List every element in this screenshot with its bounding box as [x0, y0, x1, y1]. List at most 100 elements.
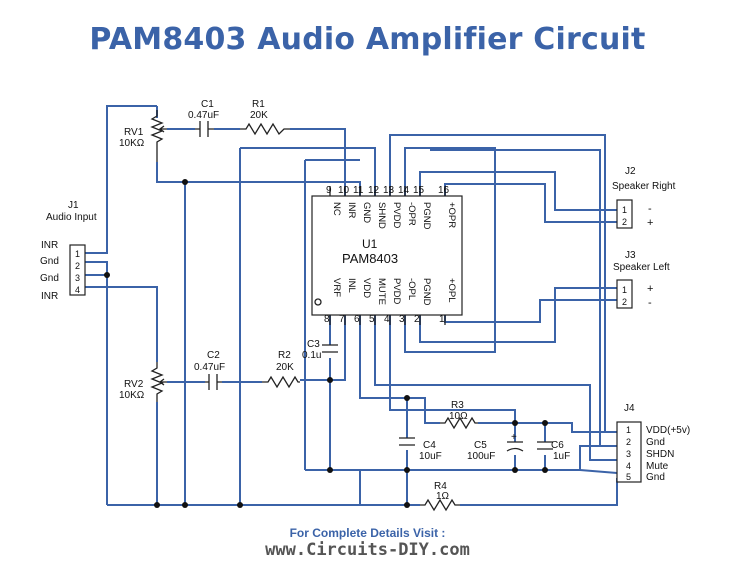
potentiometer-rv1: RV1 10KΩ — [119, 110, 167, 162]
j4-pin-label: Gnd — [646, 472, 665, 483]
junction-dot — [182, 502, 188, 508]
ic-pin-number: 13 — [383, 185, 395, 196]
c4-symbol — [399, 437, 415, 446]
wire-vdd6 — [359, 315, 617, 433]
wires — [85, 105, 618, 506]
r3-value: 10Ω — [449, 411, 468, 422]
capacitor-c3: C3 0.1u — [302, 339, 338, 361]
ic-pin-name: MUTE — [376, 278, 387, 305]
footer-url[interactable]: www.Circuits-DIY.com — [265, 540, 470, 560]
j2-pin-number: 1 — [622, 205, 627, 215]
capacitor-c6: C6 1uF — [537, 440, 570, 462]
wire-pvdd4 — [389, 315, 516, 423]
r1-ref: R1 — [252, 99, 265, 110]
j1-body — [69, 244, 86, 296]
potentiometer-rv2: RV2 10KΩ — [119, 362, 167, 402]
ic-pin-name: INL — [346, 278, 357, 293]
ic-pin-number: 12 — [368, 185, 380, 196]
c2-symbol — [205, 374, 222, 390]
rv1-wiper-arrow — [158, 125, 167, 133]
j4-pin-number: 4 — [626, 461, 631, 471]
c2-value: 0.47uF — [194, 362, 225, 373]
ic-pin-name: GND — [361, 202, 372, 223]
j1-pin-number: 2 — [75, 261, 80, 271]
ic-u1: 9 10 11 12 13 14 15 16 NC INR GND SHND P… — [311, 185, 463, 325]
ic-pin-number: 14 — [398, 185, 410, 196]
ic-pin-name: -OPL — [406, 278, 417, 300]
c6-ref: C6 — [551, 440, 564, 451]
wire-opr-minus — [404, 147, 496, 353]
junction-dot — [154, 502, 160, 508]
j3-name: Speaker Left — [613, 262, 670, 273]
ic-pin-number: 3 — [399, 314, 405, 325]
ic-body — [311, 195, 463, 316]
ic-pin-number: 1 — [439, 314, 445, 325]
capacitor-c5: + C5 100uF — [467, 432, 524, 462]
capacitor-c2: C2 0.47uF — [194, 350, 225, 390]
j1-pin-label: INR — [41, 240, 58, 251]
j4-pin-label: Gnd — [646, 437, 665, 448]
wire-opr-plus — [444, 183, 617, 223]
ic-top-pin-stubs — [329, 186, 446, 196]
junction-dot — [404, 502, 410, 508]
ic-pin-name: INR — [346, 202, 357, 219]
wire-bottom-rail — [107, 470, 618, 506]
j1-pin-number: 4 — [75, 285, 80, 295]
j3-pin-sign: - — [648, 297, 652, 309]
ic-pin-name: VDD — [361, 278, 372, 298]
junction-dot — [182, 179, 188, 185]
junction-dot — [512, 467, 518, 473]
j4-ref: J4 — [624, 403, 635, 414]
connector-j4: J4 1 2 3 4 5 VDD(+5v) Gnd SHDN Mute Gnd — [616, 403, 690, 483]
resistor-r3: R3 10Ω — [440, 400, 478, 430]
r1-value: 20K — [250, 110, 268, 121]
junction-dot — [404, 395, 410, 401]
j1-pin-label: Gnd — [40, 273, 59, 284]
junction-dot — [327, 377, 333, 383]
j2-body — [616, 199, 633, 229]
ic-pin-number: 10 — [338, 185, 350, 196]
j1-pin-label: Gnd — [40, 256, 59, 267]
c6-symbol — [537, 441, 553, 450]
ic-ref: U1 — [362, 237, 378, 251]
j3-pin-number: 1 — [622, 285, 627, 295]
j2-name: Speaker Right — [612, 181, 676, 192]
r2-ref: R2 — [278, 350, 291, 361]
wire-top-rail — [239, 147, 376, 505]
r4-ref: R4 — [434, 481, 447, 492]
junction-dot — [404, 467, 410, 473]
ic-pin-name: +OPR — [446, 202, 457, 228]
ic-pin-name: +OPL — [446, 278, 457, 303]
r2-symbol — [262, 375, 300, 389]
ic-pin-number: 4 — [384, 314, 390, 325]
c2-ref: C2 — [207, 350, 220, 361]
ic-pin-number: 9 — [326, 185, 332, 196]
j1-pin-number: 3 — [75, 273, 80, 283]
ic-pin-number: 2 — [414, 314, 420, 325]
ic-pin-name: SHND — [376, 202, 387, 229]
j1-pin-label: INR — [41, 291, 58, 302]
junction-dots — [104, 179, 548, 508]
junction-dot — [542, 420, 548, 426]
wire-pvdd13 — [389, 134, 606, 432]
c3-symbol — [322, 344, 338, 353]
junction-dot — [327, 467, 333, 473]
j2-ref: J2 — [625, 166, 636, 177]
j3-ref: J3 — [625, 250, 636, 261]
c5-ref: C5 — [474, 440, 487, 451]
resistor-r4: R4 1Ω — [420, 481, 460, 512]
capacitor-c4: C4 10uF — [399, 437, 442, 462]
j3-pin-number: 2 — [622, 297, 627, 307]
j4-body — [616, 421, 642, 483]
j4-pin-label: SHDN — [646, 449, 674, 460]
c5-polarity-icon: + — [511, 432, 517, 443]
j2-pin-sign: + — [647, 217, 653, 229]
rv2-value: 10KΩ — [119, 390, 145, 401]
j4-pin-label: Mute — [646, 461, 669, 472]
r4-value: 1Ω — [436, 491, 450, 502]
footer-note: For Complete Details Visit : — [289, 526, 446, 540]
j3-pin-sign: + — [647, 283, 653, 295]
junction-dot — [542, 467, 548, 473]
wire-rv1-top — [85, 105, 158, 254]
